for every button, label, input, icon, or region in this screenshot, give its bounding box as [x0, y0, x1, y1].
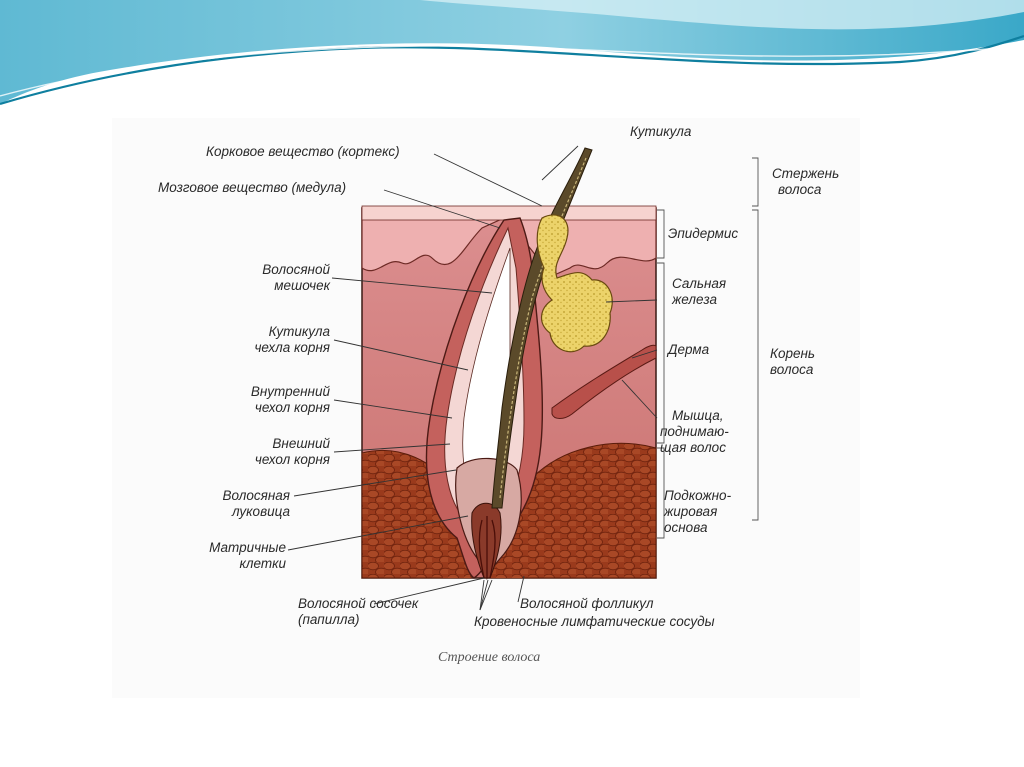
- wave-line-dark: [0, 34, 1024, 106]
- label-subcutaneous-line1: Подкожно-: [664, 488, 732, 503]
- blood-vessels: [478, 516, 496, 579]
- label-matrix-cells: Матричные клетки: [178, 540, 286, 572]
- label-subcutaneous-line2: жировая: [664, 504, 718, 519]
- stratum-corneum: [361, 205, 657, 221]
- bracket-epidermis: [657, 209, 665, 259]
- label-root-cuticle: Кутикула чехла корня: [222, 324, 330, 356]
- label-epidermis: Эпидермис: [668, 226, 739, 241]
- label-hair-shaft-line2: волоса: [778, 182, 822, 197]
- label-cortex: Корковое вещество (кортекс): [206, 144, 400, 159]
- label-root-cuticle-line1: Кутикула: [268, 324, 330, 339]
- diagram-caption: Строение волоса: [438, 650, 541, 665]
- label-papilla-line2: (папилла): [298, 612, 360, 627]
- sebaceous-gland: [536, 214, 613, 353]
- label-subcutaneous: Подкожно- жировая основа: [664, 488, 731, 536]
- bracket-root: [752, 209, 759, 521]
- diagram-panel: Корковое вещество (кортекс) Мозговое вещ…: [112, 118, 860, 698]
- label-medulla: Мозговое вещество (медула): [158, 180, 347, 195]
- label-follicle-sac-line2: мешочек: [274, 278, 330, 293]
- label-inner-sheath-line1: Внутренний: [250, 384, 330, 399]
- label-outer-sheath-line1: Внешний: [272, 436, 330, 451]
- label-hair-bulb: Волосяная луковица: [182, 488, 290, 520]
- wave-band-light: [420, 0, 1024, 30]
- label-subcutaneous-line3: основа: [664, 520, 708, 535]
- epidermis-layer: [361, 207, 657, 277]
- label-arrector-muscle-line2: поднимаю-: [660, 424, 729, 439]
- label-hair-root: Корень волоса: [770, 346, 815, 378]
- label-papilla: Волосяной сосочек (папилла): [298, 596, 418, 628]
- label-root-cuticle-line2: чехла корня: [254, 340, 330, 355]
- label-hair-root-line1: Корень: [770, 346, 816, 361]
- label-dermis: Дерма: [668, 342, 710, 357]
- label-inner-sheath: Внутренний чехол корня: [222, 384, 330, 416]
- label-blood-vessels: Кровеносные лимфатические сосуды: [474, 614, 715, 629]
- bracket-shaft: [752, 157, 759, 207]
- bracket-subcutaneous: [657, 447, 665, 539]
- label-outer-sheath: Внешний чехол корня: [222, 436, 330, 468]
- hair-structure-diagram: [287, 145, 759, 611]
- wave-line-thin: [0, 45, 1024, 97]
- label-hair-follicle: Волосяной фолликул: [520, 596, 654, 611]
- label-hair-shaft: Стержень волоса: [772, 166, 839, 198]
- label-papilla-line1: Волосяной сосочек: [298, 596, 419, 611]
- label-matrix-cells-line2: клетки: [239, 556, 286, 571]
- hair-medulla: [499, 157, 587, 499]
- label-hair-root-line2: волоса: [770, 362, 814, 377]
- label-matrix-cells-line1: Матричные: [209, 540, 286, 555]
- label-sebaceous-line1: Сальная: [672, 276, 727, 291]
- label-hair-shaft-line1: Стержень: [772, 166, 840, 181]
- label-arrector-muscle-line1: Мышца,: [672, 408, 724, 423]
- label-follicle-sac-line1: Волосяной: [262, 262, 330, 277]
- arrector-pili-muscle: [551, 344, 657, 419]
- label-arrector-muscle: Мышца, поднимаю- щая волос: [660, 408, 729, 456]
- label-sebaceous: Сальная железа: [672, 276, 726, 308]
- label-sebaceous-line2: железа: [672, 292, 717, 307]
- label-inner-sheath-line2: чехол корня: [254, 400, 330, 415]
- label-hair-bulb-line2: луковица: [231, 504, 290, 519]
- header-wave-decoration: [0, 0, 1024, 106]
- label-follicle-sac: Волосяной мешочек: [222, 262, 330, 294]
- label-outer-sheath-line2: чехол корня: [254, 452, 330, 467]
- label-hair-bulb-line1: Волосяная: [222, 488, 290, 503]
- label-arrector-muscle-line3: щая волос: [660, 440, 726, 455]
- leader-lines: [287, 145, 658, 611]
- bracket-dermis: [657, 262, 665, 444]
- subcutaneous-under-bulb: [442, 558, 522, 578]
- label-cuticle: Кутикула: [630, 124, 692, 139]
